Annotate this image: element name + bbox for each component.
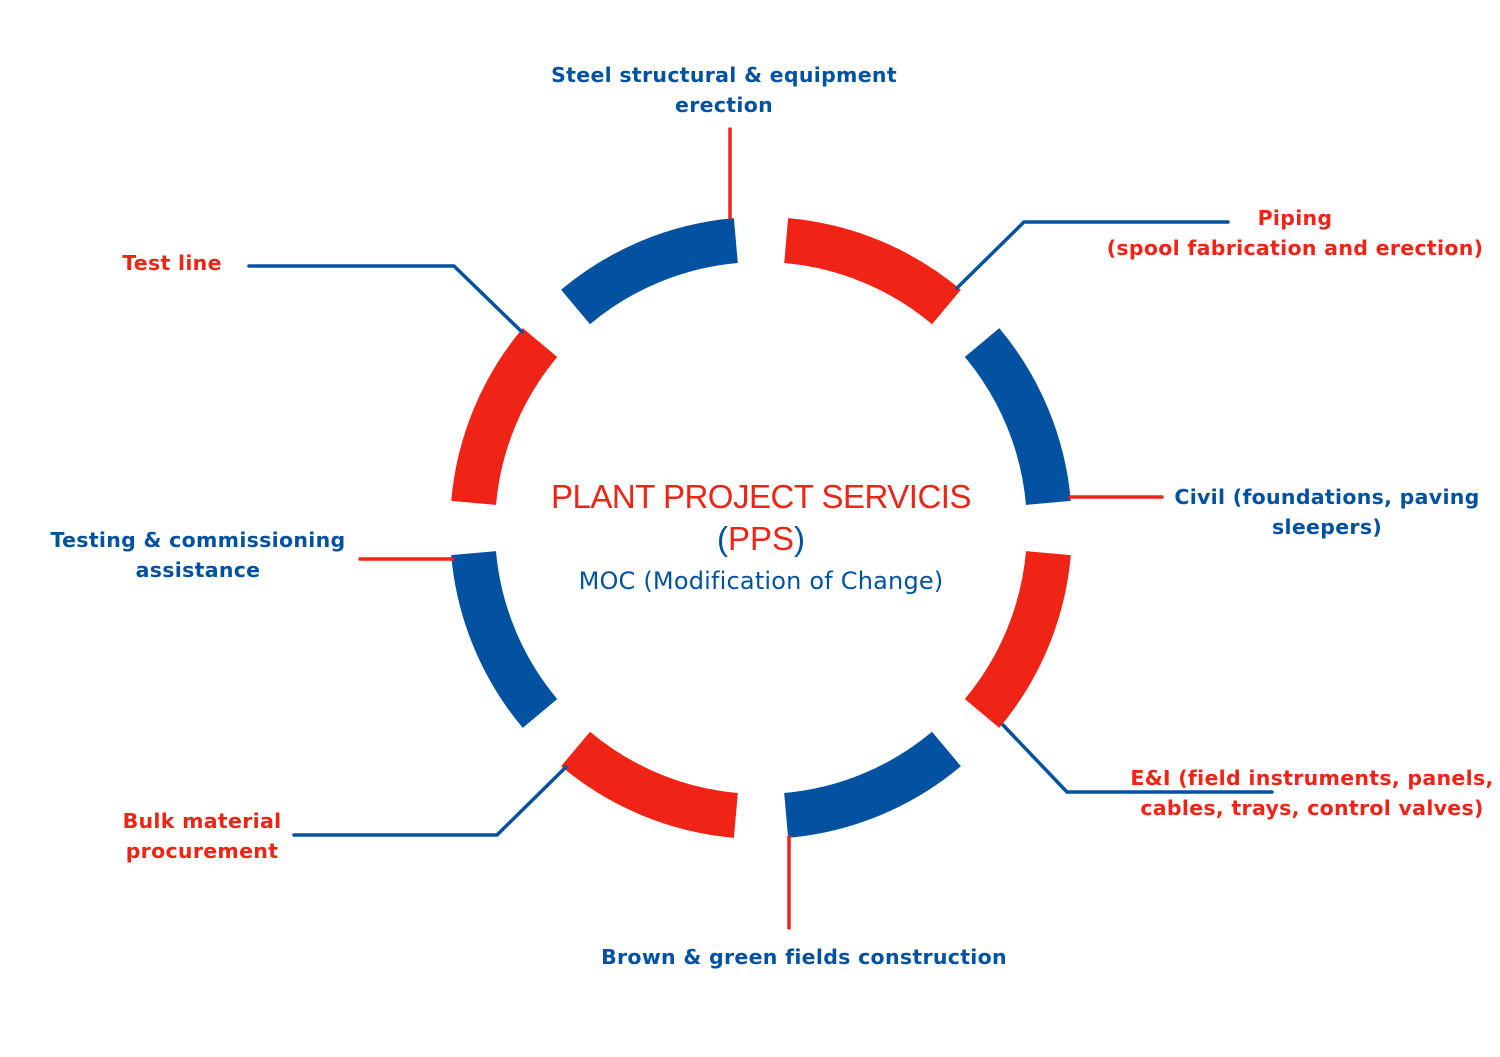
connector-ei [1001,723,1274,794]
connector-piping [955,220,1230,290]
ring-segment-brown-green-fields [561,731,738,838]
connector-bulk [292,765,568,837]
label-civil: Civil (foundations, paving sleepers) [1164,482,1490,542]
ring-segment-e-and-i [784,731,961,838]
label-line: Test line [122,251,222,275]
label-line: cables, trays, control valves) [1140,796,1484,820]
label-line: Piping [1257,206,1333,230]
ring [451,218,1071,838]
connectors [247,127,1274,930]
ring-segment-bulk-material [451,551,558,728]
ring-segment-steel-structural [784,218,961,325]
connector-testline [247,264,524,334]
label-line: sleepers) [1272,515,1382,539]
label-bulk-material: Bulk material procurement [102,806,302,866]
label-line: Testing & commissioning [50,528,346,552]
abbr-code: PPS [727,520,795,557]
label-line: assistance [135,558,261,582]
diagram-title: PLANT PROJECT SERVICIS [551,478,971,515]
label-testing-commissioning: Testing & commissioning assistance [38,525,358,585]
label-line: Civil (foundations, paving [1174,485,1480,509]
label-line: E&I (field instruments, panels, [1130,766,1494,790]
ring-segment-test-line [561,218,738,325]
diagram-abbreviation: (PPS) [461,516,1061,562]
abbr-open-paren: ( [716,520,728,557]
label-brown-green-fields: Brown & green fields construction [584,942,1024,972]
label-e-and-i: E&I (field instruments, panels, cables, … [1122,763,1500,823]
diagram-subtitle: MOC (Modification of Change) [578,567,944,595]
label-line: Brown & green fields construction [601,945,1007,969]
ring-segment-testing-commissioning [451,328,558,505]
ring-segment-civil [964,551,1071,728]
label-piping: Piping (spool fabrication and erection) [1094,203,1496,263]
label-steel-structural: Steel structural & equipment erection [524,60,924,120]
label-line: (spool fabrication and erection) [1106,236,1484,260]
label-line: procurement [125,839,279,863]
label-test-line: Test line [112,248,232,278]
ring-segment-piping [964,328,1071,505]
abbr-close-paren: ) [794,520,806,557]
label-line: erection [675,93,773,117]
label-line: Steel structural & equipment [551,63,897,87]
label-line: Bulk material [122,809,282,833]
